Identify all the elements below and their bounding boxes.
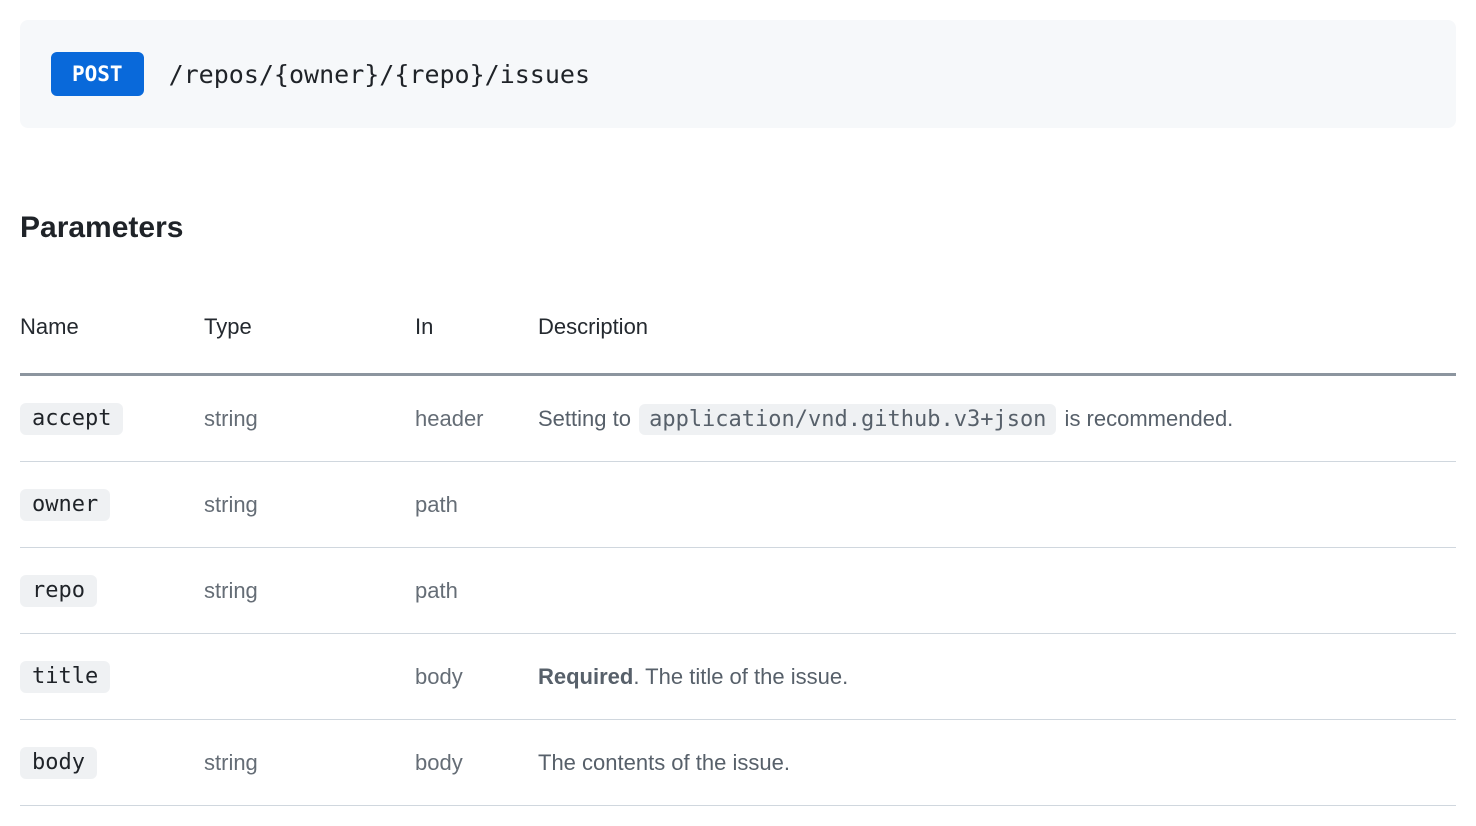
cell-type: string — [204, 719, 415, 806]
param-name-code: body — [20, 747, 97, 779]
cell-name: title — [20, 633, 204, 720]
description-text: is recommended. — [1058, 405, 1234, 431]
cell-in: path — [415, 461, 538, 548]
description-text: . The title of the issue. — [633, 663, 849, 689]
cell-description: The contents of the issue. — [538, 719, 1456, 806]
description-inline-code: application/vnd.github.v3+json — [639, 403, 1057, 435]
param-name-code: owner — [20, 489, 111, 521]
description-text: Setting to — [538, 405, 638, 431]
column-header-in: In — [415, 312, 538, 376]
cell-type — [204, 633, 415, 720]
cell-type: string — [204, 547, 415, 634]
cell-description: Required. The title of the issue. — [538, 633, 1456, 720]
table-header-row: Name Type In Description — [20, 312, 1456, 376]
http-method-badge: POST — [51, 52, 144, 96]
endpoint-path: /repos/{owner}/{repo}/issues — [168, 59, 591, 89]
cell-description — [538, 547, 1456, 634]
cell-in: body — [415, 719, 538, 806]
param-name-code: accept — [20, 403, 124, 435]
parameters-heading: Parameters — [20, 211, 184, 244]
required-label: Required — [538, 663, 634, 689]
cell-name: repo — [20, 547, 204, 634]
cell-type: string — [204, 461, 415, 548]
param-name-code: repo — [20, 575, 97, 607]
param-name-code: title — [20, 661, 111, 693]
cell-description — [538, 461, 1456, 548]
cell-in: header — [415, 374, 538, 462]
cell-name: accept — [20, 374, 204, 462]
cell-in: body — [415, 633, 538, 720]
cell-name: body — [20, 719, 204, 806]
column-header-name: Name — [20, 312, 204, 376]
cell-description: Setting to application/vnd.github.v3+jso… — [538, 374, 1456, 462]
cell-type: string — [204, 374, 415, 462]
description-text: The contents of the issue. — [538, 749, 790, 775]
column-header-description: Description — [538, 312, 1456, 376]
cell-name: owner — [20, 461, 204, 548]
cell-in: path — [415, 547, 538, 634]
endpoint-bar: POST /repos/{owner}/{repo}/issues — [20, 20, 1456, 128]
column-header-type: Type — [204, 312, 415, 376]
